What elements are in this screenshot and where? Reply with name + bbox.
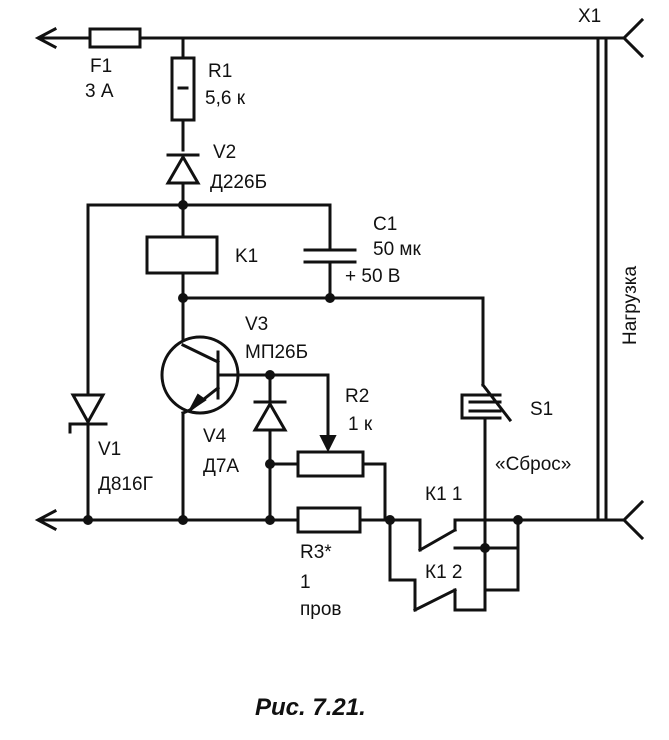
label-k12: К1 2 (425, 562, 462, 583)
connector-x1 (621, 17, 645, 541)
label-r3-val1: 1 (300, 572, 311, 593)
label-f1-ref: F1 (90, 56, 112, 77)
junction-dot (178, 200, 188, 210)
junction-dot (265, 515, 275, 525)
label-load: Нагрузка (620, 265, 641, 345)
label-r2-val: 1 к (348, 414, 373, 435)
fuse-f1 (88, 27, 142, 49)
base-node-wires (268, 373, 337, 453)
label-v3-val: МП26Б (245, 342, 308, 363)
junction-dot (325, 293, 335, 303)
relay-coil-k1 (145, 235, 219, 275)
relay-contacts (388, 418, 520, 613)
label-r2-ref: R2 (345, 386, 369, 407)
label-r3-ref: R3* (300, 542, 332, 563)
load-lines (596, 36, 608, 522)
label-v2-ref: V2 (213, 142, 236, 163)
label-s1-ref: S1 (530, 399, 553, 420)
top-rail (34, 26, 626, 50)
label-c1-ref: C1 (373, 214, 397, 235)
diode-v2 (165, 153, 201, 185)
label-r1-ref: R1 (208, 61, 232, 82)
label-r1-val: 5,6 к (205, 88, 246, 109)
junction-dot (265, 459, 275, 469)
label-r3-val2: пров (300, 599, 342, 620)
label-f1-val: 3 А (85, 81, 114, 102)
label-v3-ref: V3 (245, 314, 268, 335)
label-k11: К1 1 (425, 484, 462, 505)
resistor-r3 (296, 506, 362, 534)
label-v4-val: Д7А (203, 456, 239, 477)
junction-dot (83, 515, 93, 525)
label-s1-name: «Сброс» (495, 454, 571, 475)
junction-dot (513, 515, 523, 525)
resistor-r1 (170, 56, 196, 122)
diode-v4 (252, 400, 288, 522)
label-c1-val1: 50 мк (373, 239, 421, 260)
upper-node-wires (86, 203, 332, 397)
capacitor-c1 (303, 248, 357, 300)
label-x1: X1 (578, 6, 601, 27)
label-k1-ref: K1 (235, 246, 258, 267)
figure-caption: Рис. 7.21. (255, 694, 366, 721)
label-v1-ref: V1 (98, 439, 121, 460)
pushbutton-s1 (460, 382, 513, 432)
junction-dot (480, 543, 490, 553)
label-v4-ref: V4 (203, 426, 227, 447)
label-v1-val: Д816Г (98, 474, 153, 495)
junction-dot (178, 515, 188, 525)
label-v2-val: Д226Б (210, 172, 267, 193)
junction-dot (265, 370, 275, 380)
zener-v1 (68, 393, 108, 522)
junction-dot (178, 293, 188, 303)
label-c1-val2: + 50 В (345, 266, 400, 287)
potentiometer-r2 (268, 450, 387, 522)
